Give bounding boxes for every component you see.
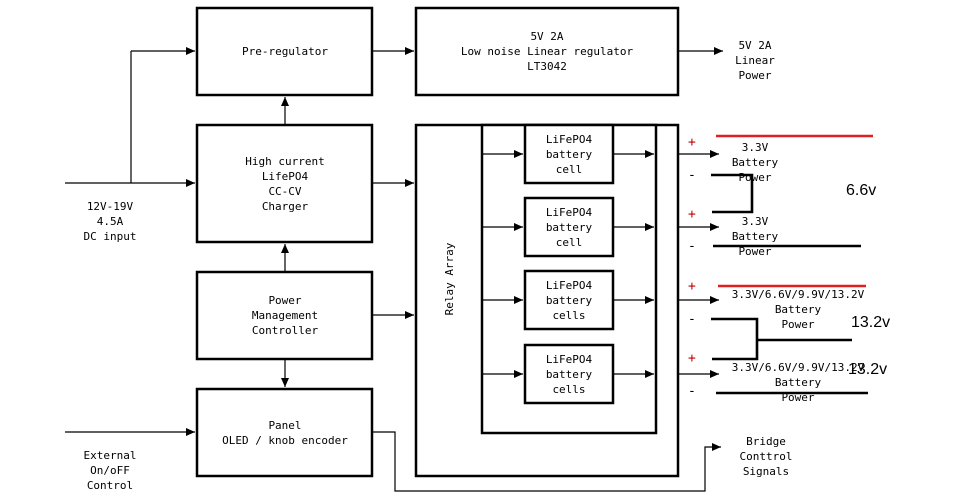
- linear-output-label: 5V 2A Linear Power: [735, 39, 775, 82]
- output-label-4: 3.3V/6.6V/9.9V/13.2V Battery Power: [732, 361, 865, 404]
- svg-text:Bridge: Bridge: [746, 435, 786, 448]
- svg-text:LifePO4: LifePO4: [262, 170, 309, 183]
- minus-mark: -: [688, 239, 696, 254]
- svg-text:Power: Power: [738, 245, 771, 258]
- svg-text:cell: cell: [556, 236, 583, 249]
- svg-text:LiFePO4: LiFePO4: [546, 353, 593, 366]
- external-control-label: External On/oFF Control: [84, 449, 137, 492]
- svg-text:Power: Power: [738, 171, 771, 184]
- svg-text:High current: High current: [245, 155, 324, 168]
- svg-text:Controller: Controller: [252, 324, 319, 337]
- svg-text:cell: cell: [556, 163, 583, 176]
- svg-text:cells: cells: [552, 383, 585, 396]
- svg-text:12V-19V: 12V-19V: [87, 200, 134, 213]
- svg-text:External: External: [84, 449, 137, 462]
- svg-text:Battery: Battery: [732, 156, 779, 169]
- svg-text:3.3V/6.6V/9.9V/13.2V: 3.3V/6.6V/9.9V/13.2V: [732, 288, 865, 301]
- svg-text:5V 2A: 5V 2A: [530, 30, 563, 43]
- minus-mark: -: [688, 384, 696, 399]
- charger-block: [195, 123, 374, 244]
- voltage-annotation-13v2-b: 13.2v: [848, 361, 887, 378]
- voltage-annotation-13v2-a: 13.2v: [851, 314, 890, 331]
- svg-text:LiFePO4: LiFePO4: [546, 206, 593, 219]
- battery-cell-label-4: LiFePO4 battery cells: [546, 353, 593, 396]
- connections: [65, 47, 723, 492]
- pre-regulator-label: Pre-regulator: [242, 45, 328, 58]
- battery-cell-label-1: LiFePO4 battery cell: [546, 133, 593, 176]
- svg-text:Power: Power: [738, 69, 771, 82]
- svg-text:Linear: Linear: [735, 54, 775, 67]
- svg-text:Power: Power: [268, 294, 301, 307]
- svg-text:Low noise Linear regulator: Low noise Linear regulator: [461, 45, 634, 58]
- battery-cell-block-3: [523, 269, 615, 331]
- plus-mark: +: [688, 351, 696, 366]
- battery-cell-label-2: LiFePO4 battery cell: [546, 206, 593, 249]
- svg-text:Signals: Signals: [743, 465, 789, 478]
- svg-text:Battery: Battery: [775, 303, 822, 316]
- plus-mark: +: [688, 279, 696, 294]
- voltage-annotation-6v6: 6.6v: [846, 182, 876, 199]
- series-link-13v2: [711, 317, 759, 361]
- plus-mark: +: [688, 135, 696, 150]
- svg-text:battery: battery: [546, 294, 593, 307]
- pmc-label: Power Management Controller: [252, 294, 319, 337]
- svg-text:4.5A: 4.5A: [97, 215, 124, 228]
- svg-text:battery: battery: [546, 221, 593, 234]
- svg-text:Management: Management: [252, 309, 318, 322]
- relay-array-label: Relay Array: [443, 242, 456, 315]
- svg-text:Power: Power: [781, 318, 814, 331]
- linear-regulator-block: [414, 6, 680, 97]
- pre-regulator-block: [195, 6, 374, 97]
- svg-text:LiFePO4: LiFePO4: [546, 133, 593, 146]
- svg-text:3.3V: 3.3V: [742, 141, 769, 154]
- svg-text:Power: Power: [781, 391, 814, 404]
- svg-text:Conttrol: Conttrol: [740, 450, 793, 463]
- output-label-3: 3.3V/6.6V/9.9V/13.2V Battery Power: [732, 288, 865, 331]
- svg-text:3.3V: 3.3V: [742, 215, 769, 228]
- svg-text:cells: cells: [552, 309, 585, 322]
- plus-mark: +: [688, 207, 696, 222]
- charger-label: High current LifePO4 CC-CV Charger: [245, 155, 324, 213]
- dc-input-label: 12V-19V 4.5A DC input: [84, 200, 137, 243]
- svg-text:LT3042: LT3042: [527, 60, 567, 73]
- output-label-2: 3.3V Battery Power: [732, 215, 779, 258]
- battery-cell-block-2: [523, 196, 615, 258]
- svg-text:3.3V/6.6V/9.9V/13.2V: 3.3V/6.6V/9.9V/13.2V: [732, 361, 865, 374]
- minus-mark: -: [688, 312, 696, 327]
- hand-drawn-rails: [711, 134, 873, 395]
- svg-text:Battery: Battery: [775, 376, 822, 389]
- svg-text:5V 2A: 5V 2A: [738, 39, 771, 52]
- panel-block: [195, 387, 374, 478]
- output-label-1: 3.3V Battery Power: [732, 141, 779, 184]
- svg-text:LiFePO4: LiFePO4: [546, 279, 593, 292]
- svg-text:DC input: DC input: [84, 230, 137, 243]
- svg-text:Charger: Charger: [262, 200, 309, 213]
- svg-text:battery: battery: [546, 148, 593, 161]
- svg-text:Control: Control: [87, 479, 133, 492]
- svg-text:OLED / knob encoder: OLED / knob encoder: [222, 434, 348, 447]
- svg-text:On/oFF: On/oFF: [90, 464, 130, 477]
- linear-regulator-label: 5V 2A Low noise Linear regulator LT3042: [461, 30, 634, 73]
- battery-cell-label-3: LiFePO4 battery cells: [546, 279, 593, 322]
- polarity-marks: + - + - + - + -: [688, 135, 696, 399]
- panel-label: Panel OLED / knob encoder: [222, 419, 348, 447]
- svg-text:Battery: Battery: [732, 230, 779, 243]
- battery-cell-block-4: [523, 343, 615, 405]
- minus-mark: -: [688, 168, 696, 183]
- battery-cell-block-1: [523, 123, 615, 185]
- svg-text:Panel: Panel: [268, 419, 301, 432]
- svg-text:CC-CV: CC-CV: [268, 185, 301, 198]
- svg-text:battery: battery: [546, 368, 593, 381]
- series-link-6v6: [711, 173, 754, 214]
- bridge-control-label: Bridge Conttrol Signals: [740, 435, 793, 478]
